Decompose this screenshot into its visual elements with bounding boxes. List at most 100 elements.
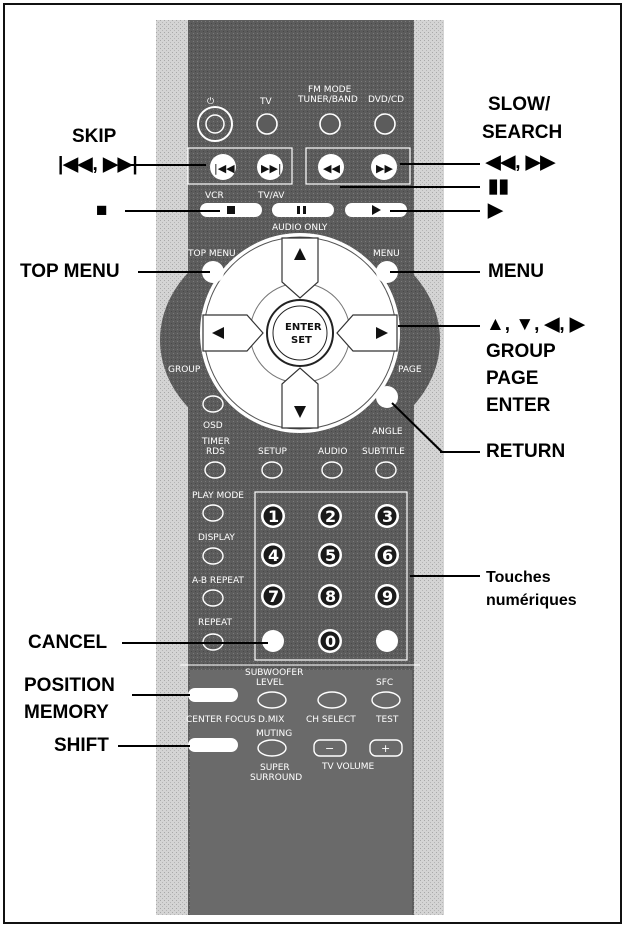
page-callout: PAGE bbox=[486, 368, 539, 389]
play-mode-label: PLAY MODE bbox=[192, 491, 244, 501]
osd-label: OSD bbox=[203, 421, 223, 431]
rds-label: RDS bbox=[206, 447, 225, 457]
timer-button[interactable] bbox=[204, 461, 226, 479]
pause-icon bbox=[297, 206, 300, 214]
audio-label: AUDIO bbox=[318, 447, 347, 457]
muting-button[interactable] bbox=[257, 739, 287, 757]
power-label: ⏻ bbox=[207, 96, 214, 107]
subwoofer-label: SUBWOOFER bbox=[245, 668, 303, 678]
touches-callout-1: Touches bbox=[486, 569, 551, 586]
skip-forward-button[interactable] bbox=[257, 154, 283, 180]
muting-label: MUTING bbox=[256, 729, 292, 739]
enter-set-button[interactable] bbox=[266, 299, 334, 367]
digit-face-1 bbox=[263, 506, 283, 526]
digit-face-9 bbox=[377, 586, 397, 606]
digit-face-5 bbox=[320, 545, 340, 565]
digit-label-5: 5 bbox=[325, 546, 336, 565]
osd-button[interactable] bbox=[202, 395, 224, 413]
fm-mode-button[interactable] bbox=[319, 113, 341, 135]
angle-label: ANGLE bbox=[372, 427, 403, 437]
super-label: SUPER bbox=[260, 763, 290, 773]
play-icon bbox=[372, 205, 381, 215]
stop-leader bbox=[125, 210, 220, 212]
shift-button[interactable] bbox=[188, 738, 238, 752]
subtitle-label: SUBTITLE bbox=[362, 447, 405, 457]
digit-label-6: 6 bbox=[382, 546, 393, 565]
dmix-label: D.MIX bbox=[258, 715, 284, 725]
cancel-button[interactable] bbox=[262, 630, 284, 652]
ab-repeat-button[interactable] bbox=[202, 589, 224, 607]
arrows-leader bbox=[398, 325, 480, 327]
left-arrow-icon bbox=[212, 327, 224, 339]
cancel-callout: CANCEL bbox=[28, 632, 108, 653]
plus-ten-button[interactable] bbox=[376, 630, 398, 652]
sfc-button[interactable] bbox=[371, 691, 401, 709]
stop-icon bbox=[227, 206, 235, 214]
skip-callout-title: SKIP bbox=[72, 126, 117, 147]
dvd-cd-button[interactable] bbox=[374, 113, 396, 135]
audio-button[interactable] bbox=[321, 461, 343, 479]
skip-callout-symbols: |◀◀, ▶▶| bbox=[58, 154, 138, 175]
vcr-label: VCR bbox=[205, 191, 224, 201]
group-callout: GROUP bbox=[486, 341, 556, 362]
skip-back-icon: |◀◀ bbox=[214, 162, 235, 175]
play-leader bbox=[390, 210, 480, 212]
top-menu-button[interactable] bbox=[202, 261, 224, 283]
digit-face-3 bbox=[377, 506, 397, 526]
volume-down-button[interactable] bbox=[313, 739, 347, 757]
set-label: SET bbox=[291, 335, 312, 346]
volume-up-button[interactable] bbox=[369, 739, 403, 757]
dvd-cd-label: DVD/CD bbox=[368, 95, 404, 105]
slow-search-callout-symbols: ◀◀, ▶▶ bbox=[486, 152, 556, 173]
power-button[interactable] bbox=[197, 106, 233, 142]
touches-callout-2: numériques bbox=[486, 592, 577, 609]
subtitle-button[interactable] bbox=[375, 461, 397, 479]
display-button[interactable] bbox=[202, 547, 224, 565]
page-remote-label: PAGE bbox=[398, 365, 422, 375]
play-callout: ▶ bbox=[488, 200, 503, 221]
tv-label: TV bbox=[259, 97, 272, 107]
digit-label-8: 8 bbox=[325, 587, 336, 606]
transport-row-1: |◀◀ ▶▶| ◀◀ ▶▶ VCR TV/AV bbox=[187, 147, 411, 201]
dpad-left-button[interactable] bbox=[202, 314, 264, 352]
skip-back-button[interactable] bbox=[210, 154, 236, 180]
digit-label-1: 1 bbox=[268, 507, 279, 526]
group-remote-label: GROUP bbox=[168, 365, 201, 375]
sfc-label: SFC bbox=[376, 678, 393, 688]
dmix-button[interactable] bbox=[317, 691, 347, 709]
cancel-leader bbox=[122, 642, 268, 644]
position-memory-button[interactable] bbox=[188, 688, 238, 702]
slow-search-callout-1: SLOW/ bbox=[488, 94, 551, 115]
menu-callout: MENU bbox=[488, 261, 544, 282]
setup-button[interactable] bbox=[261, 461, 283, 479]
top-menu-remote-label: TOP MENU bbox=[187, 249, 236, 259]
function-buttons: OSD ANGLE TIMER RDS SETUP AUDIO SUBTITLE bbox=[201, 395, 405, 479]
menu-button[interactable] bbox=[376, 261, 398, 283]
dpad: ENTER SET bbox=[200, 233, 400, 433]
digit-label-7: 7 bbox=[268, 587, 279, 606]
dpad-right-button[interactable] bbox=[336, 314, 398, 352]
ab-repeat-label: A-B REPEAT bbox=[192, 576, 244, 586]
digit-face-0 bbox=[320, 631, 340, 651]
setup-label: SETUP bbox=[258, 447, 287, 457]
enter-label: ENTER bbox=[285, 322, 322, 333]
skip-leader bbox=[128, 164, 206, 166]
test-label: TEST bbox=[375, 715, 399, 725]
search-forward-button[interactable] bbox=[371, 154, 397, 180]
search-back-button[interactable] bbox=[318, 154, 344, 180]
play-mode-button[interactable] bbox=[202, 504, 224, 522]
tv-button[interactable] bbox=[256, 113, 278, 135]
digit-face-4 bbox=[263, 545, 283, 565]
dpad-down-button[interactable] bbox=[281, 367, 319, 429]
dpad-up-button[interactable] bbox=[281, 237, 319, 299]
tuner-band-label: TUNER/BAND bbox=[297, 95, 358, 105]
right-arrow-icon bbox=[376, 327, 388, 339]
digit-label-2: 2 bbox=[325, 507, 336, 526]
tv-volume-label: TV VOLUME bbox=[321, 762, 375, 772]
down-arrow-icon bbox=[294, 406, 306, 418]
subwoofer-button[interactable] bbox=[257, 691, 287, 709]
volume-down-icon: − bbox=[325, 742, 334, 755]
shift-callout: SHIFT bbox=[54, 735, 109, 756]
timer-label: TIMER bbox=[201, 437, 230, 447]
